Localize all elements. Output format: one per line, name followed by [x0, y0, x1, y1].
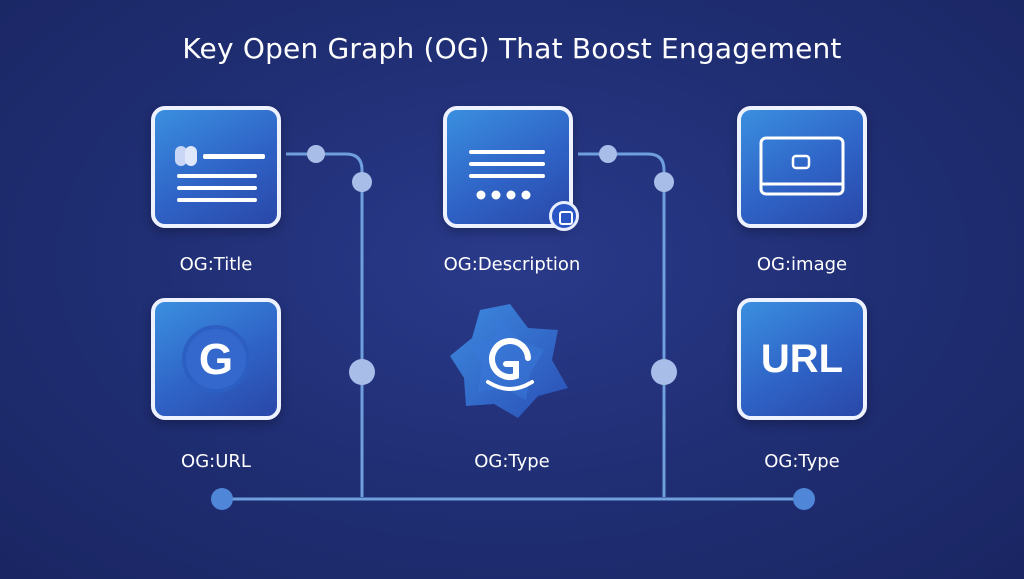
og-type-right-label: OG:Type — [764, 451, 840, 472]
og-description-label: OG:Description — [443, 254, 581, 275]
connector-left — [286, 152, 364, 497]
google-g-icon: G — [182, 325, 250, 393]
node-left-lower — [349, 359, 375, 385]
og-type-url-card: URL — [737, 298, 867, 420]
node-bottom-right — [793, 488, 815, 510]
svg-text:G: G — [199, 335, 233, 384]
og-url-card: G — [151, 298, 281, 420]
image-frame-icon — [759, 136, 845, 196]
url-text-icon: URL — [760, 336, 844, 381]
og-title-label: OG:Title — [179, 254, 253, 275]
og-image-card — [737, 106, 867, 228]
og-url-label: OG:URL — [181, 451, 251, 472]
node-right-top — [599, 145, 617, 163]
description-badge-icon — [549, 201, 579, 231]
node-left-top — [307, 145, 325, 163]
node-right-upper — [654, 172, 674, 192]
google-star-icon — [450, 304, 568, 418]
description-lines-icon — [469, 150, 545, 200]
title-lines-icon — [175, 146, 265, 202]
node-left-upper — [352, 172, 372, 192]
og-image-label: OG:image — [756, 254, 848, 275]
connector-right — [578, 152, 666, 497]
og-title-card — [151, 106, 281, 228]
diagram-title: Key Open Graph (OG) That Boost Engagemen… — [182, 32, 842, 65]
node-bottom-left — [211, 488, 233, 510]
og-type-center-label: OG:Type — [474, 451, 550, 472]
node-right-lower — [651, 359, 677, 385]
